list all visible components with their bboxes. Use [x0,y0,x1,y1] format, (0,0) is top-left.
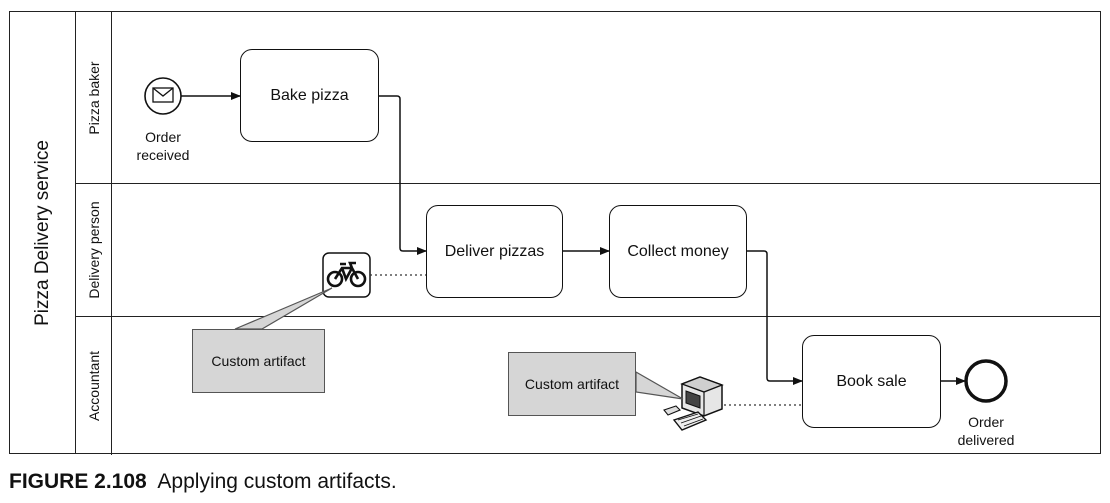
task-label: Bake pizza [270,86,349,104]
lane-title: Pizza baker [86,60,102,135]
task-bake-pizza[interactable]: Bake pizza [240,49,379,142]
task-label: Collect money [627,242,729,260]
lane-delivery-person: Delivery person [76,184,1100,317]
artifact-label: Custom artifact [211,353,306,369]
lane-pizza-baker: Pizza baker [76,12,1100,184]
pool-header: Pizza Delivery service [10,12,76,453]
task-book-sale[interactable]: Book sale [802,335,941,428]
lane-header: Accountant [76,317,112,455]
pool: Pizza Delivery service Pizza baker Deliv… [9,11,1101,455]
custom-artifact-left[interactable]: Custom artifact [192,329,325,393]
figure-number: FIGURE 2.108 [9,470,147,493]
custom-artifact-right[interactable]: Custom artifact [508,352,636,416]
task-label: Book sale [836,372,907,390]
lane-header: Pizza baker [76,12,112,183]
task-label: Deliver pizzas [444,242,545,260]
artifact-label: Custom artifact [524,376,620,392]
task-deliver-pizzas[interactable]: Deliver pizzas [426,205,563,298]
figure-caption-text: Applying custom artifacts. [157,470,397,493]
lane-accountant: Accountant [76,317,1100,455]
lane-title: Accountant [86,350,102,422]
lane-header: Delivery person [76,184,112,316]
task-collect-money[interactable]: Collect money [609,205,747,298]
figure-caption: FIGURE 2.108 Applying custom artifacts. [9,470,397,494]
lane-title: Delivery person [86,201,102,299]
pool-title: Pizza Delivery service [32,139,53,326]
start-event-label: Order received [136,129,190,163]
end-event-label: Order delivered [957,414,1015,448]
